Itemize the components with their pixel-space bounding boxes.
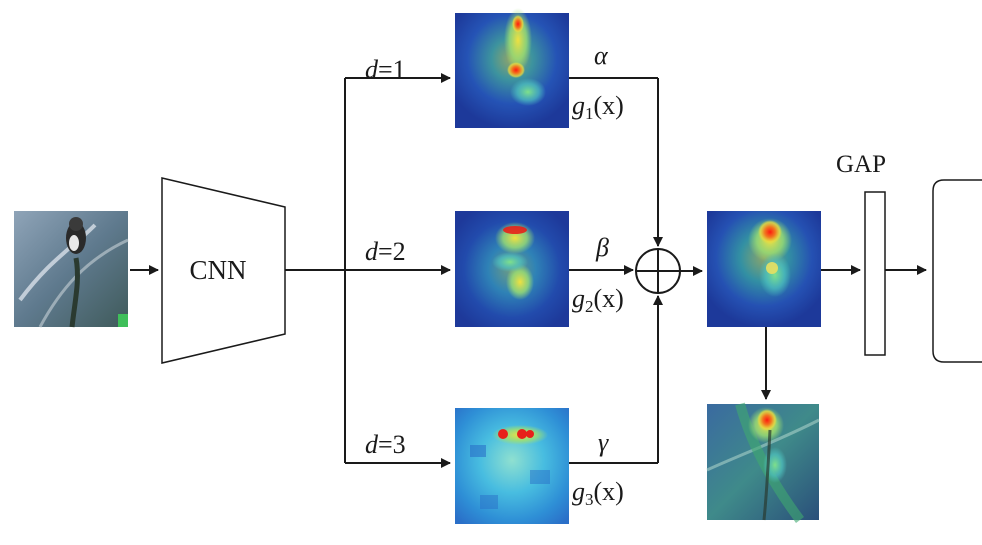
dilation-label-3: d=3 bbox=[365, 430, 406, 459]
heatmap-branch-1 bbox=[455, 8, 569, 128]
input-image bbox=[14, 211, 129, 328]
dilation-label-2: d=2 bbox=[365, 237, 406, 266]
heatmap-branch-3 bbox=[455, 408, 569, 524]
heatmap-branch-2 bbox=[455, 211, 569, 327]
weight-beta: β bbox=[595, 233, 609, 262]
cnn-block: CNN bbox=[161, 177, 286, 364]
weight-alpha: α bbox=[594, 41, 609, 70]
gating-label-1: g1(x) bbox=[572, 91, 624, 123]
gap-block bbox=[864, 191, 886, 356]
gating-label-2: g2(x) bbox=[572, 284, 624, 316]
gap-label: GAP bbox=[836, 151, 886, 178]
cnn-label: CNN bbox=[189, 255, 246, 285]
sum-node bbox=[635, 248, 681, 294]
gating-label-3: g3(x) bbox=[572, 477, 624, 509]
overlay-image bbox=[706, 402, 820, 523]
fused-heatmap bbox=[707, 211, 821, 327]
classifier-block bbox=[932, 179, 982, 363]
dilation-label-1: d=1 bbox=[365, 55, 406, 84]
weight-gamma: γ bbox=[598, 428, 609, 457]
